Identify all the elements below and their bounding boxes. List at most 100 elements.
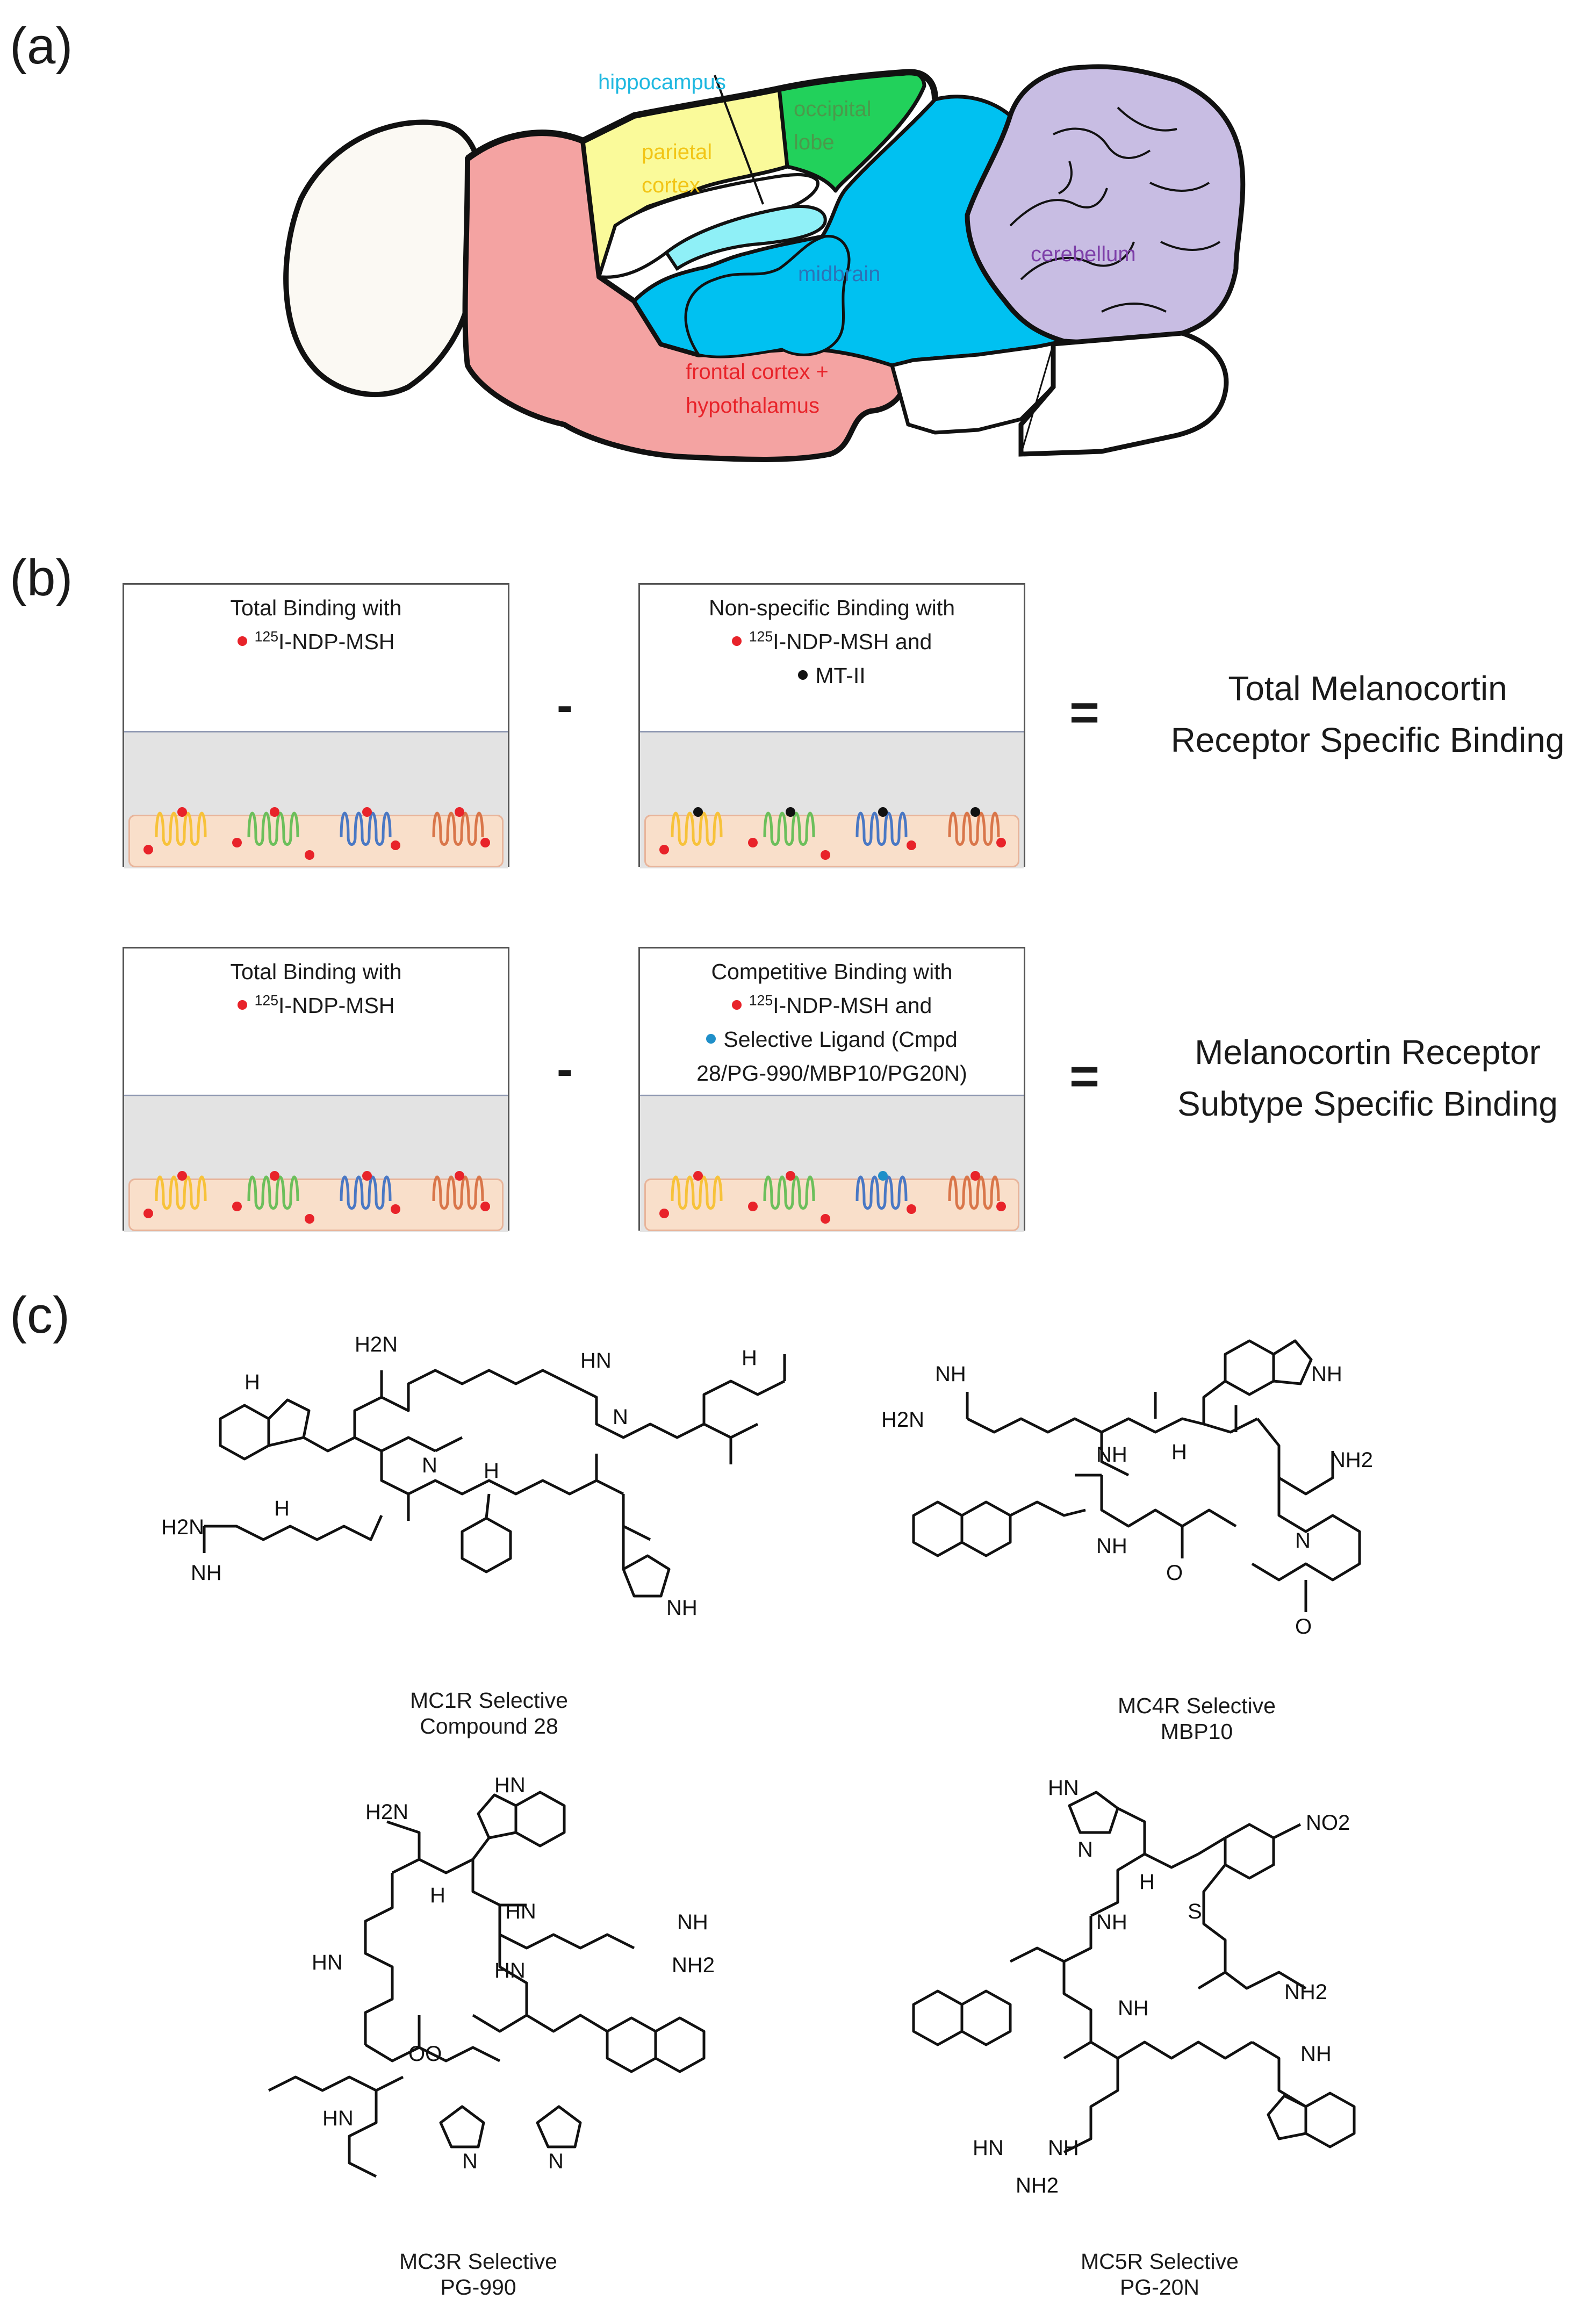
frontal-label-2: hypothalamus bbox=[686, 394, 820, 418]
receptor-4 bbox=[948, 1171, 1000, 1210]
atom-label: H bbox=[274, 1497, 290, 1520]
panel-b-label: (b) bbox=[10, 549, 73, 607]
bound-radioligand-dot bbox=[362, 1171, 372, 1181]
atom-label: NH bbox=[1096, 1443, 1127, 1467]
atom-label: NH2 bbox=[672, 1953, 715, 1977]
atom-label: O bbox=[1166, 1561, 1183, 1585]
receptor-row bbox=[659, 807, 1006, 860]
free-radioligand-dot bbox=[391, 1204, 400, 1214]
bound-radioligand-dot bbox=[177, 1171, 187, 1181]
free-radioligand-dot bbox=[907, 840, 916, 850]
blocker-dot bbox=[798, 670, 808, 680]
bound-radioligand-dot bbox=[362, 807, 372, 817]
bound-blocker-dot bbox=[786, 807, 795, 817]
bound-radioligand-dot bbox=[455, 807, 464, 817]
receptor-1 bbox=[155, 807, 207, 846]
atom-label: NH2 bbox=[1016, 2174, 1059, 2197]
free-radioligand-dot bbox=[305, 1214, 314, 1224]
receptor-loop bbox=[763, 1175, 815, 1210]
receptor-loop bbox=[247, 811, 299, 846]
atom-label: HN bbox=[973, 2136, 1004, 2160]
parietal-label-1: parietal bbox=[642, 140, 713, 164]
receptor-2 bbox=[247, 1171, 299, 1210]
structure-mc5r-pg20n: HN N NO2 H S NH NH2 NH NH HN NH NH2 bbox=[912, 1776, 1356, 2197]
bound-blocker-dot bbox=[970, 807, 980, 817]
receptor-loop bbox=[948, 1175, 1000, 1210]
atom-label: NH bbox=[191, 1561, 222, 1585]
atom-label: NH2 bbox=[1284, 1980, 1327, 2004]
receptor-loop bbox=[948, 811, 1000, 846]
white-matter-gap bbox=[597, 173, 819, 279]
atom-label: H bbox=[1139, 1870, 1155, 1894]
free-radioligand-dot bbox=[232, 1202, 242, 1211]
panel-c-label: (c) bbox=[10, 1287, 70, 1344]
hippocampus-region bbox=[664, 205, 827, 271]
atom-label: O bbox=[1295, 1615, 1312, 1639]
radioligand-dot bbox=[237, 636, 247, 646]
receptor-2 bbox=[247, 807, 299, 846]
receptor-loop bbox=[763, 811, 815, 846]
atom-label: NH bbox=[1096, 1534, 1127, 1558]
free-radioligand-dot bbox=[305, 850, 314, 860]
atom-label: N bbox=[548, 2150, 564, 2173]
receptor-loop bbox=[247, 1175, 299, 1210]
atom-label: N bbox=[1077, 1838, 1093, 1862]
atom-label: HN bbox=[580, 1349, 612, 1372]
receptor-loop bbox=[855, 1175, 908, 1210]
receptor-loop bbox=[155, 1175, 207, 1210]
bound-radioligand-dot bbox=[786, 1171, 795, 1181]
receptor-loop bbox=[155, 811, 207, 846]
receptor-3 bbox=[340, 807, 392, 846]
hippocampus-label: hippocampus bbox=[598, 70, 726, 94]
free-radioligand-dot bbox=[659, 1209, 669, 1218]
minus-sign-2: - bbox=[557, 1043, 573, 1096]
bound-radioligand-dot bbox=[970, 1171, 980, 1181]
bound-radioligand-dot bbox=[270, 807, 279, 817]
atom-label: H bbox=[245, 1370, 260, 1394]
minus-sign-1: - bbox=[557, 679, 573, 732]
receptor-1 bbox=[155, 1171, 207, 1210]
receptor-loop bbox=[671, 811, 723, 846]
midbrain-label: midbrain bbox=[798, 262, 881, 286]
assay-total-binding-2: Total Binding with 125I-NDP-MSH bbox=[123, 947, 509, 1232]
receptor-loop bbox=[340, 1175, 392, 1210]
atom-label: N bbox=[1295, 1529, 1311, 1553]
atom-label: HN bbox=[494, 1959, 526, 1982]
caption-mc3r: MC3R Selective PG-990 bbox=[399, 2249, 557, 2299]
free-radioligand-dot bbox=[480, 838, 490, 847]
free-radioligand-dot bbox=[143, 845, 153, 854]
free-radioligand-dot bbox=[232, 838, 242, 847]
olfactory-bulb bbox=[283, 119, 484, 398]
atom-label: N bbox=[613, 1405, 628, 1429]
atom-label: NH bbox=[1311, 1362, 1342, 1386]
cerebellum-label: cerebellum bbox=[1031, 242, 1136, 266]
receptor-row bbox=[143, 807, 490, 860]
atom-label: S bbox=[1188, 1900, 1202, 1923]
free-radioligand-dot bbox=[821, 850, 830, 860]
medulla-region bbox=[1018, 330, 1229, 457]
atom-label: H2N bbox=[881, 1408, 924, 1432]
atom-label: HN bbox=[494, 1773, 526, 1797]
receptor-4 bbox=[432, 1171, 484, 1210]
structure-mc1r-compound28: H H2N HN H H H H2N NH NH N N bbox=[161, 1333, 786, 1620]
caption-mc4r: MC4R Selective MBP10 bbox=[1118, 1693, 1276, 1744]
receptor-loop bbox=[340, 811, 392, 846]
bound-blocker-dot bbox=[878, 807, 888, 817]
receptor-2 bbox=[763, 807, 815, 846]
atom-label: HN bbox=[312, 1951, 343, 1974]
atom-label: H bbox=[742, 1346, 757, 1370]
receptor-3 bbox=[340, 1171, 392, 1210]
bound-radioligand-dot bbox=[455, 1171, 464, 1181]
free-radioligand-dot bbox=[996, 838, 1006, 847]
caption-mc5r: MC5R Selective PG-20N bbox=[1081, 2249, 1239, 2299]
bound-radioligand-dot bbox=[177, 807, 187, 817]
receptor-1 bbox=[671, 807, 723, 846]
structure-mc4r-mbp10: NH NH H2N H NH2 NH NH N O O bbox=[881, 1339, 1373, 1639]
brain-sagittal-diagram bbox=[283, 64, 1246, 462]
assay-nonspecific-binding: Non-specific Binding with 125I-NDP-MSH a… bbox=[638, 583, 1025, 868]
atom-label: H2N bbox=[355, 1333, 398, 1356]
cerebellum-region bbox=[965, 64, 1246, 346]
equals-sign-2: = bbox=[1069, 1047, 1100, 1105]
receptor-row bbox=[659, 1171, 1006, 1224]
bound-selective-ligand-dot bbox=[878, 1171, 888, 1181]
